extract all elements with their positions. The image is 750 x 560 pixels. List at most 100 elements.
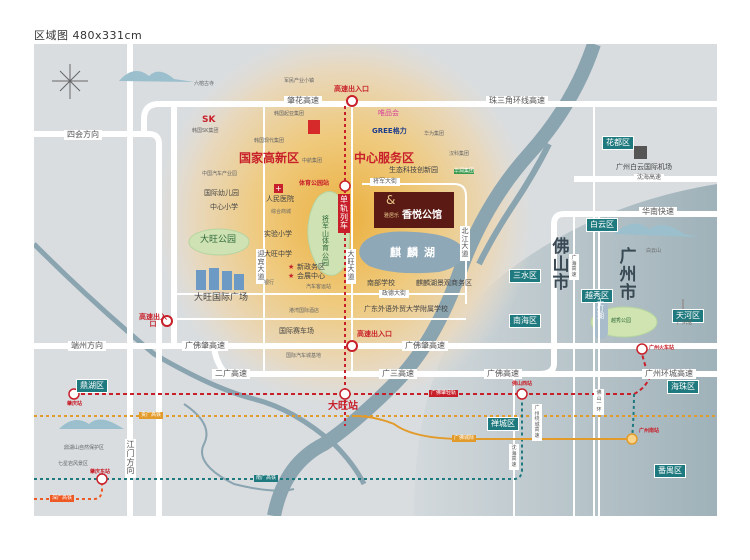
rail-guangzhu-tag: 广佛城际 (452, 435, 477, 442)
poi-shiyan: 实验小学 (264, 230, 292, 238)
project-logo-icon: & (386, 193, 396, 207)
poi-expo: 会展中心 (297, 272, 325, 280)
poi-dinghu-mt: 鼎湖山自然保护区 (64, 445, 105, 451)
poi-airport: 广州白云国际机场 (616, 163, 672, 171)
district-chancheng: 禅城区 (487, 417, 519, 431)
exit-top-marker[interactable] (346, 95, 358, 107)
hospital-icon: + (274, 184, 283, 193)
nanguang-rail (34, 394, 523, 480)
poi-vip: 唯品会 (378, 109, 399, 117)
poi-dawang-plaza: 大旺国际广场 (194, 293, 249, 303)
poi-sk: 韩国SK集团 (192, 128, 219, 134)
poi-junmin: 军民产业小镇 (284, 78, 315, 84)
logo-sk: SK (202, 115, 216, 125)
zhaoqing-east-marker[interactable] (96, 473, 108, 485)
star-icon-expo: ★ (288, 272, 295, 280)
exit-left-marker[interactable] (161, 315, 173, 327)
road-gz-ring: 广州环城高速 (642, 369, 696, 379)
poi-zhonghang: 中航集团 (302, 158, 323, 164)
mountain-icon-dinghu (59, 419, 124, 429)
station-zhaoqing-east: 肇庆东站 (90, 469, 111, 475)
zone-gaoxin: 国家高新区 (239, 151, 300, 165)
compass-icon (52, 64, 88, 99)
station-gz-south: 广州南站 (639, 428, 660, 434)
road-gz-ring-v: 广州绕城高速 (532, 404, 542, 441)
road-zhusanjiao: 珠三角环线高速 (486, 96, 548, 106)
plaza-buildings-icon (196, 268, 244, 290)
district-tianhe: 天河区 (672, 309, 704, 323)
poi-qixing: 七星岩风景区 (58, 461, 89, 467)
station-foshan-west: 佛山西站 (512, 381, 533, 387)
poi-gov: 新政务区 (297, 263, 325, 271)
station-sports: 体育公园站 (299, 180, 330, 187)
dawang-park-shape (188, 228, 250, 256)
gz-south-marker[interactable] (626, 433, 638, 445)
poi-mall: 综合商城 (271, 209, 292, 215)
exit-top-label: 高速出入口 (334, 85, 369, 93)
exit-middle-marker[interactable] (346, 340, 358, 352)
gz-station-marker[interactable] (636, 343, 648, 355)
qilin-lake (359, 231, 465, 274)
logo-miniso (308, 120, 320, 134)
road-jiangjun: 将军大街 (370, 178, 401, 186)
river-main (267, 44, 601, 516)
poi-yuexiu-park: 越秀公园 (611, 318, 632, 324)
poi-hyundai-qi: 韩国起亚集团 (274, 111, 305, 117)
road-dawang: 大旺大道 (346, 249, 356, 284)
river-north (476, 142, 552, 266)
road-guangsan: 广三高速 (379, 369, 417, 379)
poi-dawang-park: 大旺公园 (200, 235, 237, 245)
poi-jimei: 汉科集团 (449, 151, 470, 157)
station-zhaoqing: 肇庆站 (67, 401, 83, 407)
poi-race: 国际赛车场 (279, 327, 314, 335)
rail-shenguang-tag: 深广高铁 (50, 495, 75, 502)
district-huadu: 花都区 (602, 136, 634, 150)
rail-guigang-tag: 贵广高铁 (139, 412, 164, 419)
poi-kinder: 国际幼儿园 (204, 189, 239, 197)
direction-sihui: 四会方向 (64, 130, 102, 140)
road-zhaohua: 肇花高速 (284, 96, 322, 106)
road-shenhai: 沈海高速 (634, 174, 665, 182)
poi-nanbu: 南部学校 (367, 279, 395, 287)
river-branch (183, 403, 295, 492)
poi-qilin-biz: 麒麟湖景观商务区 (416, 279, 472, 287)
mountain-icon-baiyun (614, 223, 699, 237)
qiandeng-lake-shape (594, 294, 608, 339)
poi-dawang-mid: 大旺中学 (264, 250, 292, 258)
foshan-west-marker[interactable] (516, 388, 528, 400)
airport-icon (634, 146, 647, 159)
poi-hospital: 人民医院 (266, 195, 294, 203)
poi-bus: 汽车客运站 (306, 284, 332, 290)
poi-shengtai: 生态科技创新园 (389, 166, 438, 174)
poi-gree: GREE格力 (372, 127, 407, 135)
poi-huawei: 华为集团 (424, 131, 445, 137)
poi-bank: 银行 (264, 280, 275, 286)
district-dinghu: 鼎湖区 (76, 379, 108, 393)
city-foshan: 佛山市 (552, 237, 570, 293)
road-guanghai: 广海高速 (569, 254, 579, 280)
exit-middle-label: 高速出入口 (357, 330, 392, 338)
region-map: 肇花高速 珠三角环线高速 四会方向 端州方向 广佛肇高速 广佛肇高速 二广高速 … (34, 44, 717, 516)
poi-baiyun-mt: 白云山 (646, 248, 662, 254)
poi-liurong: 六榕古寺 (194, 81, 215, 87)
mountain-icon-nw (119, 71, 194, 82)
project-name[interactable]: 香悦公馆 (402, 210, 442, 221)
district-sanshui: 三水区 (509, 269, 541, 283)
poi-sports-park: 将军山体育公园 (322, 215, 329, 268)
project-box[interactable] (374, 192, 454, 228)
direction-jiangmen: 江门方向 (125, 439, 136, 479)
poi-golf: 港湾国际酒店 (289, 308, 320, 314)
road-guangfozhao-w: 广佛肇高速 (182, 341, 228, 351)
poi-zhongqi: 中国汽车产业园 (202, 171, 238, 177)
rail-nanguang-tag: 南广高铁 (254, 475, 279, 482)
project-brand: 雅居乐 (384, 213, 400, 219)
station-gz: 广州火车站 (649, 345, 675, 351)
dawang-station-marker[interactable] (339, 388, 351, 400)
road-foshan-yihuan: 佛山一环 (594, 389, 604, 415)
sports-station-marker[interactable] (339, 180, 351, 192)
guangzhu-rail (353, 415, 632, 440)
road-shenhai-v: 沈海高速 (509, 444, 519, 470)
direction-duanzhou: 端州方向 (68, 341, 106, 351)
road-yingbin: 迎宾大道 (256, 249, 266, 284)
shenguang-rail (34, 479, 103, 500)
